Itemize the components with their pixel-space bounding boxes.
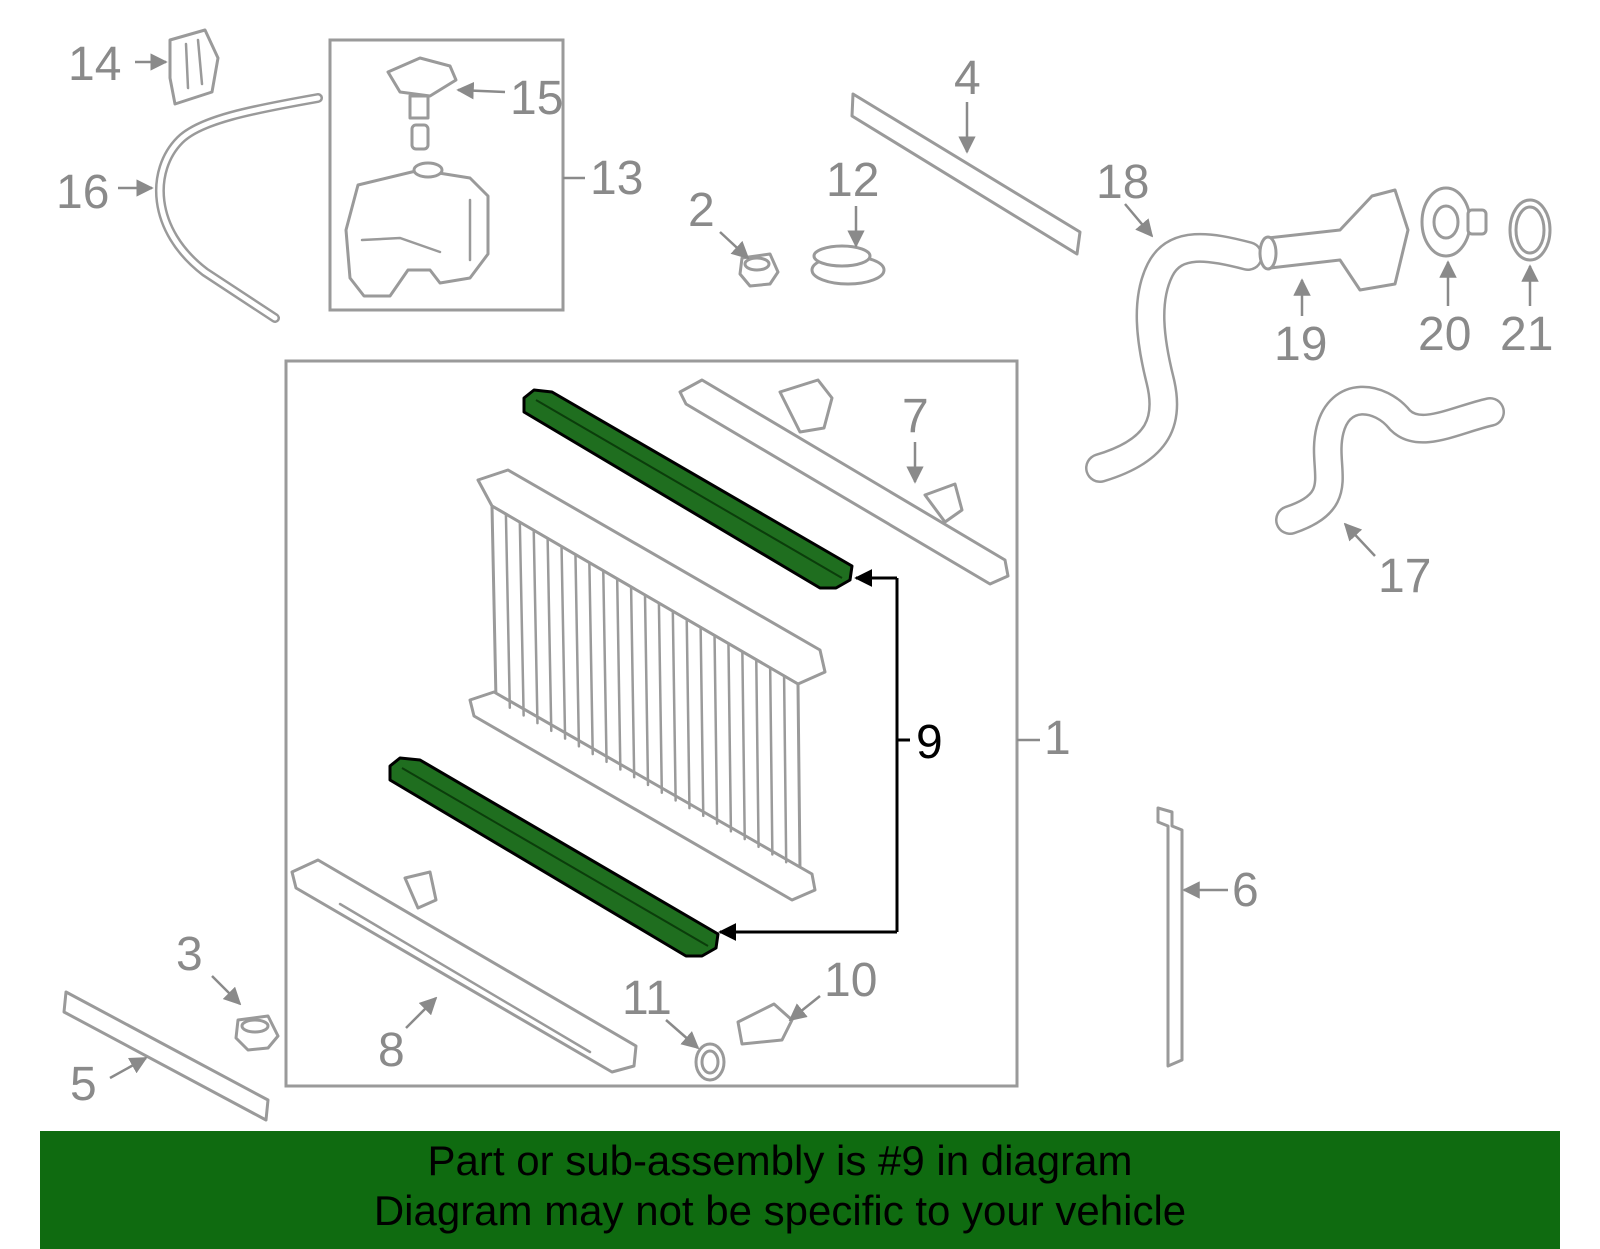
callout-6: 6	[1232, 864, 1259, 917]
callout-8: 8	[378, 1024, 405, 1077]
part-18-upper-hose[interactable]	[1085, 232, 1263, 483]
radiator-fin	[588, 561, 594, 756]
part-4-seal-strip[interactable]	[850, 92, 1082, 256]
radiator-fin	[699, 626, 705, 818]
part-11-o-ring[interactable]	[694, 1042, 726, 1082]
callout-17: 17	[1378, 550, 1431, 603]
leader-3	[211, 975, 242, 1006]
radiator-fin	[504, 512, 512, 709]
radiator-fin	[671, 609, 677, 802]
leader-17	[1343, 522, 1376, 557]
callout-1: 1	[1044, 712, 1071, 765]
callout-20: 20	[1418, 308, 1471, 361]
leader-18	[1124, 203, 1154, 238]
callout-5: 5	[70, 1058, 97, 1111]
leader-8	[405, 996, 438, 1029]
radiator-fin	[560, 545, 567, 740]
callout-4: 4	[954, 52, 981, 105]
callout-7: 7	[902, 390, 929, 443]
reservoir-tank[interactable]	[344, 161, 490, 298]
radiator-fin	[532, 529, 539, 725]
part-15-reservoir-cap[interactable]	[386, 56, 458, 151]
part-8-lower-tank[interactable]	[290, 858, 638, 1074]
part-6-side-seal[interactable]	[1156, 806, 1184, 1068]
callout-9: 9	[916, 716, 943, 769]
part-19-water-outlet[interactable]	[1258, 188, 1410, 292]
radiator-fin	[574, 553, 581, 748]
reservoir-assembly-box	[328, 38, 565, 312]
radiator-fin	[546, 537, 553, 733]
part-5-side-seal[interactable]	[62, 990, 270, 1122]
banner-disclaimer: Diagram may not be specific to your vehi…	[373, 1187, 1187, 1234]
callout-16: 16	[56, 166, 109, 219]
radiator-fin	[685, 618, 691, 810]
radiator-fin	[782, 674, 788, 864]
part-16-hose[interactable]	[154, 93, 323, 323]
callout-10: 10	[824, 954, 877, 1007]
radiator-fin	[615, 577, 622, 771]
radiator-fin	[741, 650, 746, 841]
radiator-fin	[643, 593, 650, 787]
leader-2	[719, 231, 750, 260]
part-7-upper-tank[interactable]	[678, 378, 1010, 586]
radiator-fin	[657, 601, 664, 794]
radiator-fin	[518, 520, 525, 717]
part-17-lower-hose[interactable]	[1275, 385, 1505, 535]
radiator-fin	[713, 634, 719, 825]
part-12-radiator-cap[interactable]	[810, 244, 886, 286]
callout-12: 12	[826, 154, 879, 207]
callout-15: 15	[510, 72, 563, 125]
radiator-fin	[629, 585, 636, 779]
part-2-nut[interactable]	[738, 252, 780, 288]
radiator-fin	[727, 642, 733, 833]
radiator-assembly-box	[284, 359, 1019, 1088]
callout-13: 13	[590, 152, 643, 205]
part-9-lower-seal[interactable]	[388, 756, 720, 958]
part-21-gasket[interactable]	[1508, 198, 1552, 262]
radiator-fin	[768, 666, 774, 856]
callout-14: 14	[68, 38, 121, 91]
part-20-thermostat[interactable]	[1420, 186, 1488, 258]
callout-3: 3	[176, 928, 203, 981]
radiator-fin	[602, 569, 608, 764]
radiator-core[interactable]	[468, 468, 827, 902]
part-14-bracket[interactable]	[168, 28, 220, 106]
callout-21: 21	[1500, 308, 1553, 361]
callout-2: 2	[688, 184, 715, 237]
leader-15	[456, 81, 506, 100]
callout-19: 19	[1274, 318, 1327, 371]
callout-11: 11	[622, 972, 672, 1025]
part-9-upper-seal[interactable]	[522, 388, 854, 590]
part-10-drain-cock[interactable]	[736, 1002, 794, 1046]
banner-part-note: Part or sub-assembly is #9 in diagram	[427, 1137, 1133, 1184]
callout-18: 18	[1096, 156, 1149, 209]
radiator-fin	[755, 658, 760, 849]
leader-11	[665, 1019, 700, 1050]
leader-5	[109, 1056, 148, 1080]
leader-10	[788, 995, 821, 1022]
info-banner: Part or sub-assembly is #9 in diagram Di…	[40, 1131, 1560, 1249]
part-3-nut[interactable]	[234, 1014, 280, 1052]
